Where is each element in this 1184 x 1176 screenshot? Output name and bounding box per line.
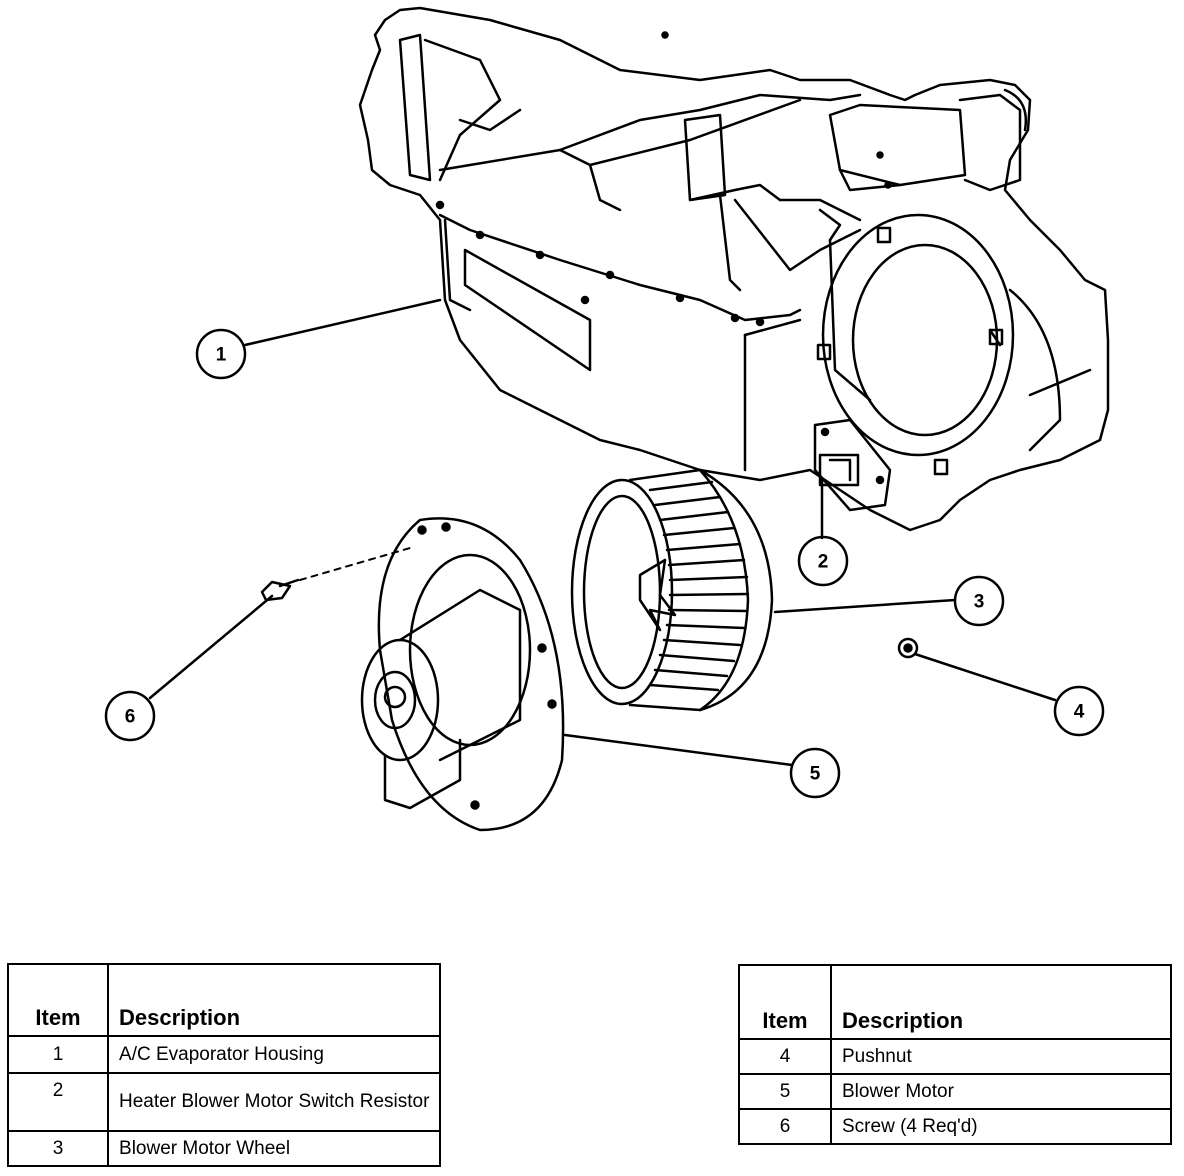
table-row: 3 Blower Motor Wheel — [6, 1130, 441, 1167]
callout-circle-1 — [195, 328, 247, 380]
leader-line-3 — [773, 598, 957, 614]
callout-circle-6 — [104, 690, 156, 742]
description-column-header: Description — [107, 963, 441, 1037]
callout-label-1: 1 — [216, 345, 227, 366]
item-number: 2 — [6, 1072, 110, 1132]
blower-switch-resistor — [813, 418, 892, 512]
item-description: Pushnut — [830, 1038, 1172, 1075]
item-description: Heater Blower Motor Switch Resistor — [107, 1072, 441, 1132]
item-number: 5 — [738, 1073, 832, 1110]
item-number: 1 — [6, 1035, 110, 1074]
table-header-row: Item Description — [738, 964, 1172, 1040]
blower-motor — [360, 517, 565, 832]
table-row: 4 Pushnut — [738, 1038, 1172, 1075]
callout-label-5: 5 — [810, 764, 821, 785]
callout-label-2: 2 — [818, 552, 829, 573]
parts-table-left: Item Description 1 A/C Evaporator Housin… — [6, 963, 441, 1167]
table-header-row: Item Description — [6, 963, 441, 1037]
item-number: 4 — [738, 1038, 832, 1075]
pushnut — [897, 637, 919, 659]
item-number: 3 — [6, 1130, 110, 1167]
evaporator-housing — [358, 6, 1110, 532]
item-column-header: Item — [738, 964, 832, 1040]
leader-line-4 — [913, 652, 1057, 702]
leader-line-1 — [243, 298, 442, 347]
callout-circle-3 — [953, 575, 1005, 627]
blower-motor-wheel — [570, 468, 774, 712]
leader-line-5 — [563, 733, 794, 767]
screw — [260, 578, 300, 602]
item-number: 6 — [738, 1108, 832, 1145]
callout-label-6: 6 — [125, 707, 136, 728]
callout-label-4: 4 — [1074, 702, 1085, 723]
table-row: 2 Heater Blower Motor Switch Resistor — [6, 1072, 441, 1132]
leader-line-6 — [148, 594, 274, 700]
item-column-header: Item — [6, 963, 110, 1037]
item-description: Blower Motor Wheel — [107, 1130, 441, 1167]
table-row: 6 Screw (4 Req'd) — [738, 1108, 1172, 1145]
item-description: A/C Evaporator Housing — [107, 1035, 441, 1074]
callout-circle-4 — [1053, 685, 1105, 737]
parts-table-right: Item Description 4 Pushnut 5 Blower Moto… — [738, 964, 1172, 1145]
exploded-view-diagram: 1 2 3 4 5 6 — [104, 6, 1110, 832]
item-description: Blower Motor — [830, 1073, 1172, 1110]
description-column-header: Description — [830, 964, 1172, 1040]
callout-label-3: 3 — [974, 592, 985, 613]
item-description: Screw (4 Req'd) — [830, 1108, 1172, 1145]
table-row: 5 Blower Motor — [738, 1073, 1172, 1110]
table-row: 1 A/C Evaporator Housing — [6, 1035, 441, 1074]
callout-circle-2 — [797, 535, 849, 587]
callout-circle-5 — [789, 747, 841, 799]
